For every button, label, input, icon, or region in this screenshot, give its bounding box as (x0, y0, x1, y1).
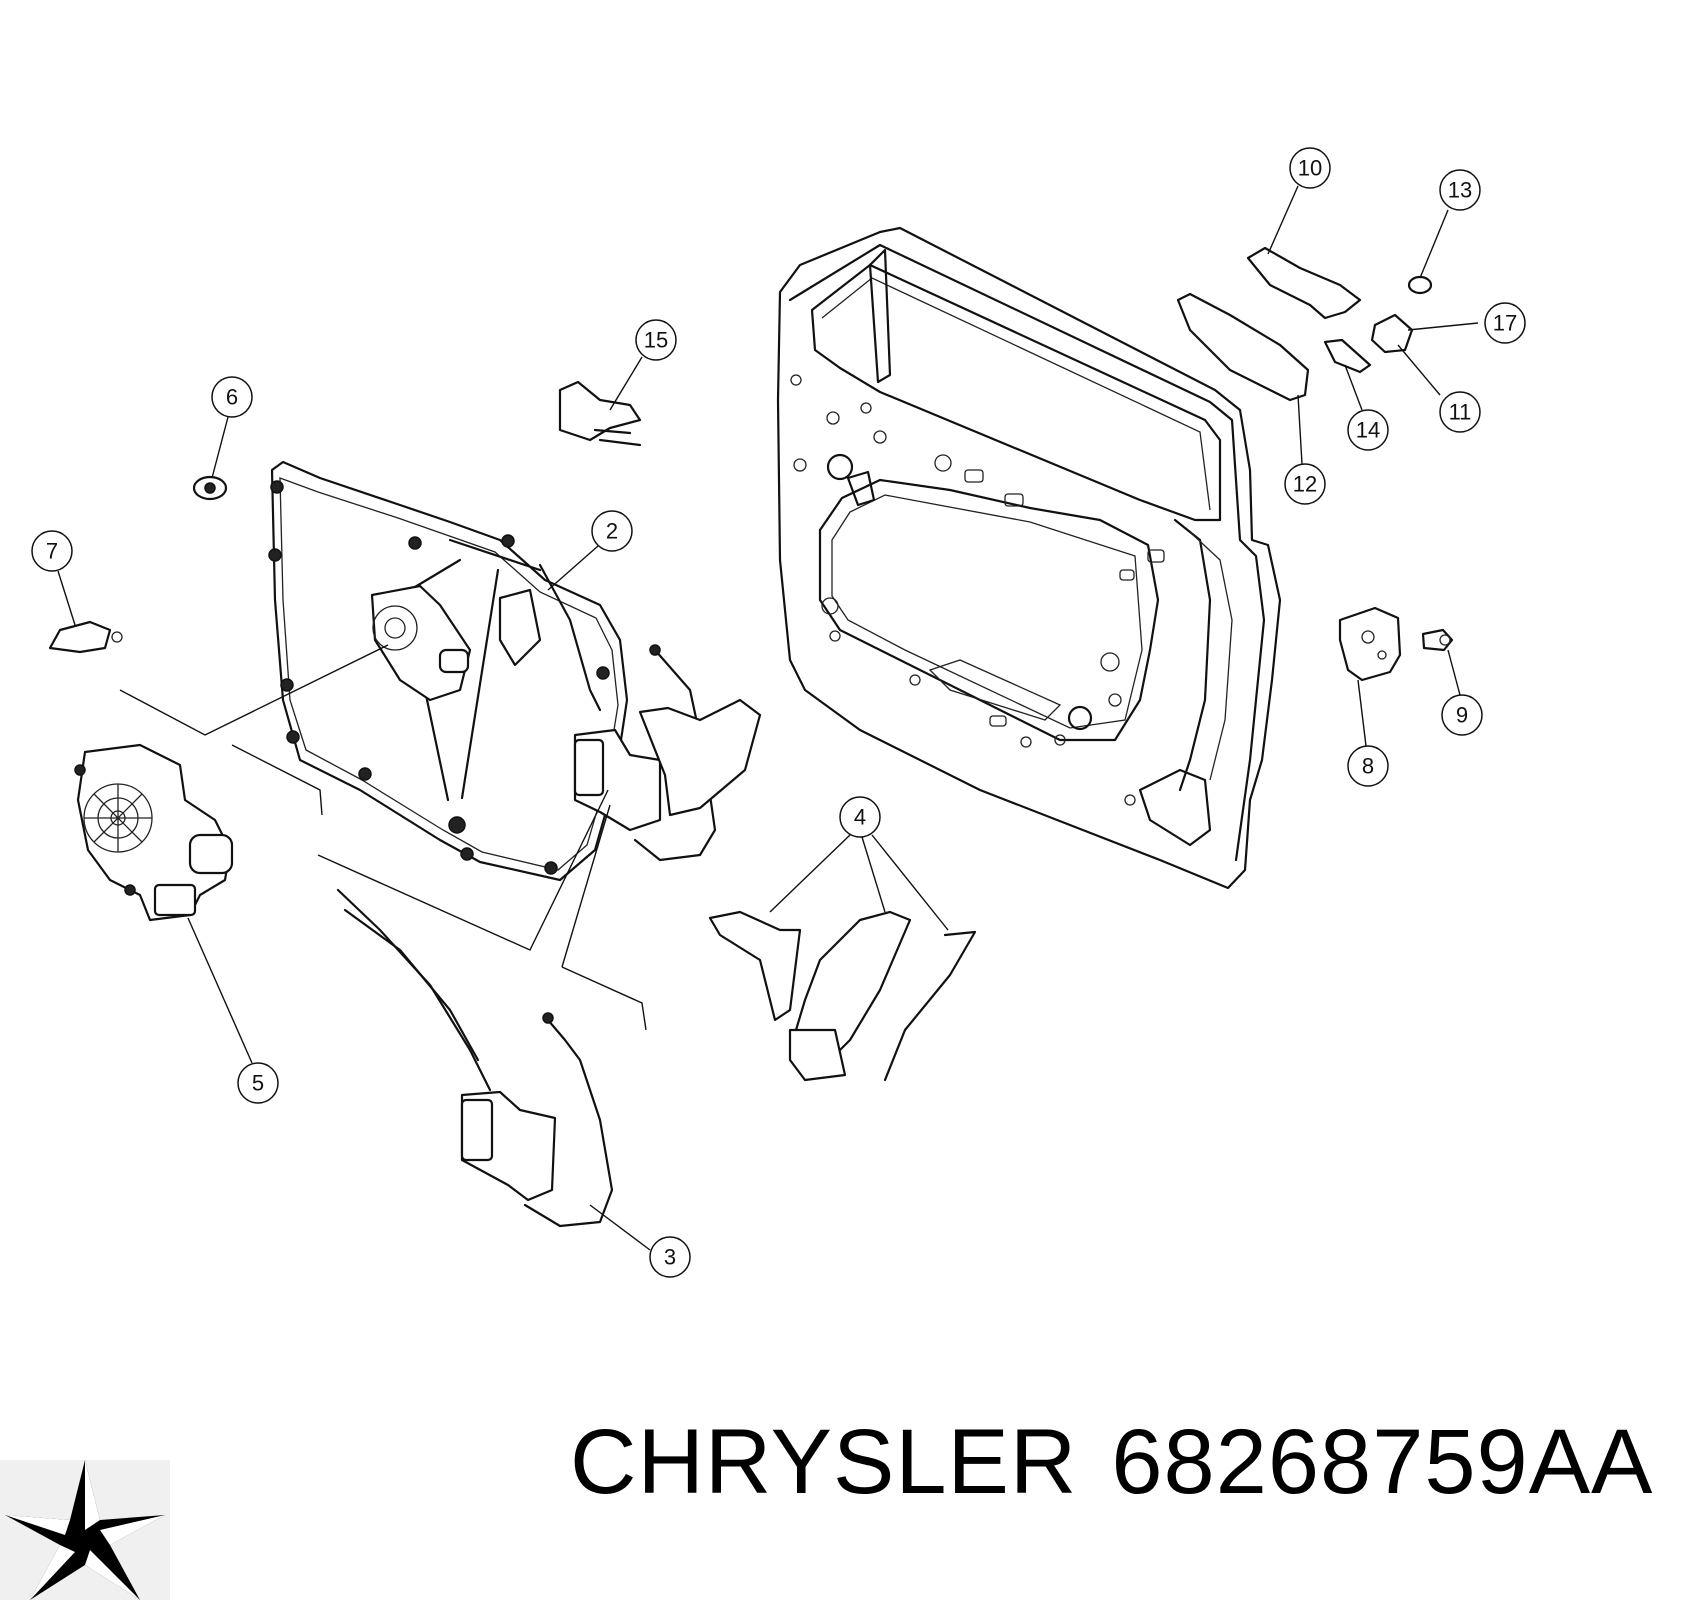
callout-4: 4 (839, 796, 881, 838)
callout-circle (237, 1062, 279, 1104)
door-latch-8 (1338, 606, 1402, 682)
callout-label: 2 (606, 519, 618, 544)
callout-12: 12 (1284, 463, 1326, 505)
callout-label: 17 (1493, 311, 1517, 336)
callout-13: 13 (1439, 169, 1481, 211)
part-number: 68268759AA (1111, 1411, 1654, 1513)
callout-label: 10 (1298, 156, 1322, 181)
latch-bolt-9 (1421, 628, 1454, 652)
callout-circle (1347, 745, 1389, 787)
callout-2: 2 (591, 510, 633, 552)
caption: CHRYSLER 68268759AA (570, 1410, 1687, 1515)
callout-5: 5 (237, 1062, 279, 1104)
callout-circle (1439, 391, 1481, 433)
callout-circle (1484, 302, 1526, 344)
callout-9: 9 (1441, 694, 1483, 736)
callout-circle (31, 530, 73, 572)
outside-door-handle (1246, 246, 1362, 320)
clip-fastener-6 (192, 475, 228, 501)
callout-11: 11 (1439, 391, 1481, 433)
callout-3: 3 (649, 1236, 691, 1278)
callout-label: 9 (1456, 703, 1468, 728)
handle-gasket (1323, 338, 1372, 374)
callout-8: 8 (1347, 745, 1389, 787)
callout-label: 3 (664, 1245, 676, 1270)
callout-14: 14 (1347, 409, 1389, 451)
window-regulator-middle-assembly (573, 644, 762, 862)
callout-circle (1284, 463, 1326, 505)
door-inner-panel (776, 226, 1282, 890)
callout-label: 15 (644, 328, 668, 353)
callout-circle (591, 510, 633, 552)
callout-label: 13 (1448, 178, 1472, 203)
callout-label: 4 (854, 805, 866, 830)
callout-15: 15 (635, 319, 677, 361)
module-carrier-panel (268, 460, 629, 882)
callout-circle (1439, 169, 1481, 211)
callout-circle (839, 796, 881, 838)
callout-group: 10 13 17 11 14 12 15 6 2 7 9 8 4 5 3 (31, 147, 1526, 1278)
callout-circle (211, 376, 253, 418)
callout-7: 7 (31, 530, 73, 572)
callout-label: 12 (1293, 472, 1317, 497)
callout-circle (1347, 409, 1389, 451)
leader-lines (57, 185, 1479, 1251)
handle-bracket (1176, 292, 1310, 402)
courtesy-lamp (48, 620, 123, 654)
lock-cylinder (1370, 313, 1414, 354)
callout-label: 6 (226, 385, 238, 410)
callout-circle (649, 1236, 691, 1278)
window-regulator-cable-assembly (336, 888, 614, 1228)
callout-label: 7 (46, 539, 58, 564)
callout-6: 6 (211, 376, 253, 418)
callout-circle (635, 319, 677, 361)
grommet-13 (1407, 275, 1433, 295)
brand-name: CHRYSLER (570, 1411, 1078, 1513)
door-latch-rod-assembly (708, 910, 977, 1082)
window-regulator-motor (74, 743, 234, 922)
chrysler-pentastar-logo (0, 1460, 170, 1600)
callout-17: 17 (1484, 302, 1526, 344)
callout-label: 14 (1356, 418, 1380, 443)
callout-10: 10 (1289, 147, 1331, 189)
callout-circle (1441, 694, 1483, 736)
callout-label: 5 (252, 1071, 264, 1096)
parts-diagram: 10 13 17 11 14 12 15 6 2 7 9 8 4 5 3 (31, 147, 1526, 1278)
callout-label: 8 (1362, 754, 1374, 779)
callout-circle (1289, 147, 1331, 189)
callout-label: 11 (1449, 400, 1472, 425)
inside-door-handle (558, 380, 642, 447)
